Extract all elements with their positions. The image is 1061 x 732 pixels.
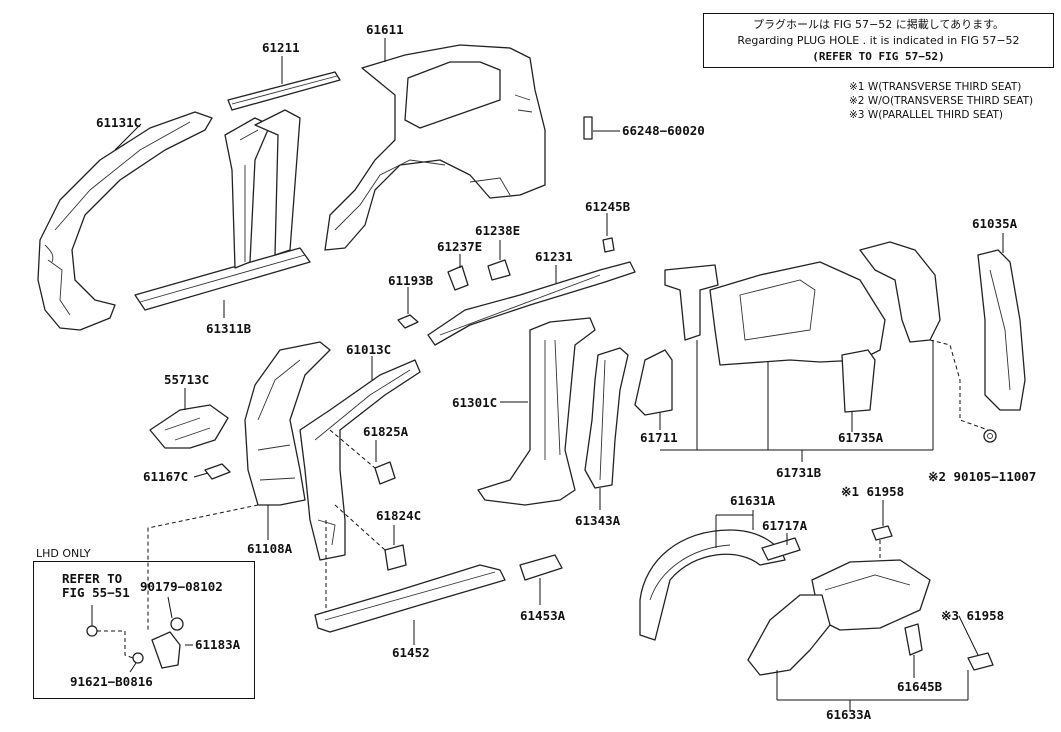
- label-61717a: 61717A: [762, 518, 808, 533]
- label-66248-60020: 66248−60020: [622, 123, 705, 138]
- label-61167c: 61167C: [143, 469, 188, 484]
- label-61245b: 61245B: [585, 199, 631, 214]
- label-61238e: 61238E: [475, 223, 520, 238]
- label-61958-w3: ※3 61958: [941, 608, 1004, 623]
- label-61633a: 61633A: [826, 707, 872, 722]
- part-61645b: [904, 623, 923, 656]
- part-61131c: [37, 111, 213, 331]
- part-61167c: [204, 463, 231, 480]
- notice-line-english: Regarding PLUG HOLE . it is indicated in…: [737, 34, 1020, 47]
- part-61193b: [397, 314, 419, 329]
- label-61131c: 61131C: [96, 115, 141, 130]
- part-61237e: [447, 265, 469, 291]
- notice-refer: (REFER TO FIG 57−52): [812, 50, 945, 63]
- part-61013c: [299, 359, 421, 561]
- part-90179-08102: [170, 617, 184, 631]
- label-61237e: 61237E: [437, 239, 482, 254]
- part-61311b: [134, 109, 311, 311]
- part-61731b: [664, 261, 886, 366]
- label-61301c: 61301C: [452, 395, 497, 410]
- label-61311b: 61311B: [206, 321, 252, 336]
- label-61452: 61452: [392, 645, 430, 660]
- label-61711: 61711: [640, 430, 678, 445]
- label-90179-08102: 90179−08102: [140, 579, 223, 594]
- part-61238e: [487, 259, 511, 281]
- part-61245b: [602, 237, 615, 253]
- label-55713c: 55713C: [164, 372, 209, 387]
- legend-item-2: ※2 W/O(TRANSVERSE THIRD SEAT): [849, 95, 1034, 107]
- label-61013c: 61013C: [346, 342, 391, 357]
- part-61958-w3: [967, 652, 994, 671]
- part-55713c: [149, 404, 229, 449]
- part-61211: [227, 71, 341, 111]
- part-61301c: [477, 317, 596, 506]
- part-61611: [324, 44, 546, 251]
- lhd-only-box: [33, 561, 255, 699]
- part-61231: [427, 261, 636, 346]
- variant-legend: ※1 W(TRANSVERSE THIRD SEAT) ※2 W/O(TRANS…: [849, 80, 1033, 122]
- notice-box: プラグホールは FIG 57−52 に掲載してあります。 Regarding P…: [703, 13, 1054, 68]
- label-61611: 61611: [366, 22, 404, 37]
- label-61183a: 61183A: [195, 637, 241, 652]
- label-61343a: 61343A: [575, 513, 621, 528]
- part-61631a: [639, 529, 786, 641]
- label-61735a: 61735A: [838, 430, 884, 445]
- lhd-only-title: LHD ONLY: [36, 547, 91, 560]
- label-61193b: 61193B: [388, 273, 434, 288]
- part-61633a: [747, 559, 931, 676]
- label-90105-11007: ※2 90105−11007: [928, 469, 1036, 484]
- label-61825a: 61825A: [363, 424, 409, 439]
- part-61453a: [519, 554, 563, 581]
- dashed-lines: [97, 339, 989, 659]
- part-61343a: [584, 347, 629, 489]
- label-61035a: 61035A: [972, 216, 1018, 231]
- leader-lines: [91, 38, 1004, 712]
- part-61824c: [384, 544, 407, 571]
- part-61735a: [841, 349, 876, 413]
- label-61645b: 61645B: [897, 679, 943, 694]
- label-61731b: 61731B: [776, 465, 822, 480]
- part-61717a: [761, 537, 801, 561]
- part-61035a: [977, 249, 1026, 411]
- label-91621-b0816: 91621−B0816: [70, 674, 153, 689]
- legend-item-3: ※3 W(PARALLEL THIRD SEAT): [849, 109, 1004, 121]
- label-61231: 61231: [535, 249, 573, 264]
- part-90105-11007: [983, 429, 997, 443]
- label-61453a: 61453A: [520, 608, 566, 623]
- label-61211: 61211: [262, 40, 300, 55]
- part-66248-60020: [583, 116, 593, 140]
- legend-item-1: ※1 W(TRANSVERSE THIRD SEAT): [849, 81, 1022, 93]
- part-61825a: [374, 461, 396, 485]
- part-labels: 61611 61211 61131C 66248−60020 61311B 61…: [62, 22, 1036, 722]
- label-61631a: 61631A: [730, 493, 776, 508]
- lhd-refer-line1: REFER TO: [62, 571, 122, 586]
- lhd-refer-line2: FIG 55−51: [62, 585, 130, 600]
- part-61711: [634, 349, 673, 416]
- label-61108a: 61108A: [247, 541, 293, 556]
- label-61824c: 61824C: [376, 508, 421, 523]
- part-61958-w1: [871, 525, 893, 541]
- label-61958-w1: ※1 61958: [841, 484, 904, 499]
- part-91621-b0816: [132, 652, 144, 664]
- notice-line-japanese: プラグホールは FIG 57−52 に掲載してあります。: [752, 18, 1005, 31]
- part-61183a: [151, 631, 181, 669]
- part-61452: [314, 564, 506, 633]
